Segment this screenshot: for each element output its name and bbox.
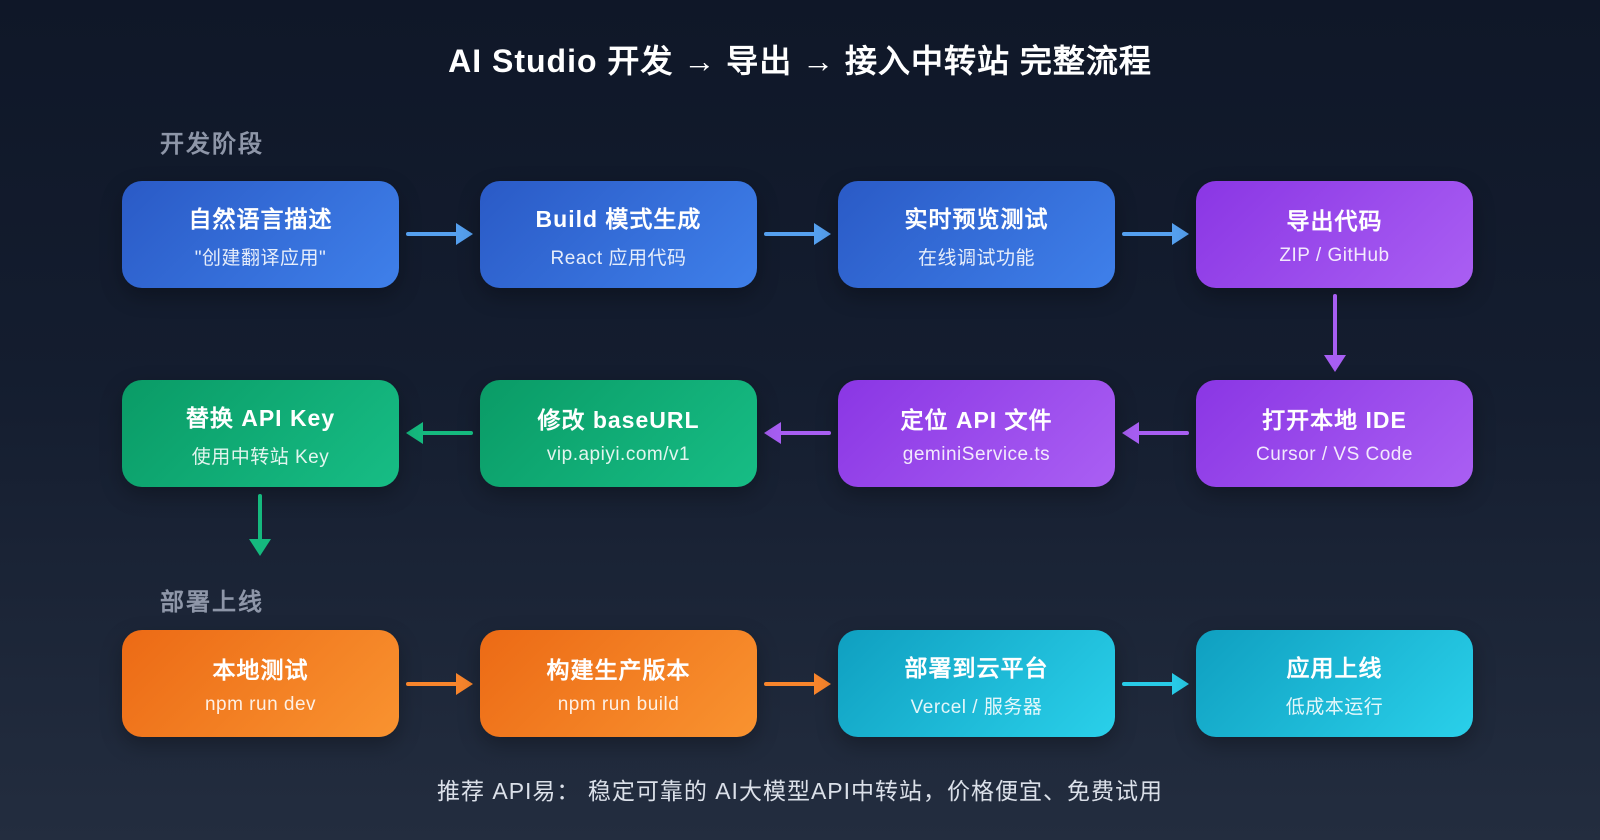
footer-recommendation: 推荐 API易： 稳定可靠的 AI大模型API中转站，价格便宜、免费试用 bbox=[436, 778, 1164, 804]
arrow-right-icon bbox=[1122, 222, 1189, 246]
node-replace-api-key: 替换 API Key 使用中转站 Key bbox=[122, 380, 399, 487]
node-title: 实时预览测试 bbox=[904, 205, 1049, 232]
node-app-live: 应用上线 低成本运行 bbox=[1196, 630, 1473, 737]
node-title: 打开本地 IDE bbox=[1262, 407, 1407, 433]
section-label-deploy: 部署上线 bbox=[160, 589, 264, 616]
node-subtitle: Vercel / 服务器 bbox=[910, 696, 1043, 718]
node-subtitle: ZIP / GitHub bbox=[1279, 245, 1390, 266]
node-open-local-ide: 打开本地 IDE Cursor / VS Code bbox=[1196, 380, 1473, 487]
node-title: 替换 API Key bbox=[185, 404, 336, 431]
node-natural-language-description: 自然语言描述 "创建翻译应用" bbox=[122, 181, 399, 288]
arrow-left-icon bbox=[764, 421, 831, 445]
node-title: 部署到云平台 bbox=[904, 654, 1049, 681]
arrow-right-icon bbox=[406, 222, 473, 246]
node-title: Build 模式生成 bbox=[535, 205, 702, 232]
arrow-right-icon bbox=[406, 672, 473, 696]
node-subtitle: geminiService.ts bbox=[902, 444, 1051, 465]
node-title: 修改 baseURL bbox=[537, 407, 700, 433]
section-label-dev: 开发阶段 bbox=[160, 131, 264, 158]
arrow-left-icon bbox=[1122, 421, 1189, 445]
node-subtitle: React 应用代码 bbox=[550, 247, 687, 269]
node-build-mode: Build 模式生成 React 应用代码 bbox=[480, 181, 757, 288]
arrow-down-icon bbox=[248, 494, 272, 556]
node-subtitle: npm run dev bbox=[204, 694, 317, 715]
node-title: 定位 API 文件 bbox=[900, 407, 1053, 433]
node-title: 导出代码 bbox=[1286, 208, 1383, 234]
node-live-preview: 实时预览测试 在线调试功能 bbox=[838, 181, 1115, 288]
arrow-right-icon bbox=[764, 672, 831, 696]
node-subtitle: 使用中转站 Key bbox=[191, 446, 330, 468]
node-title: 自然语言描述 bbox=[188, 205, 333, 232]
node-title: 应用上线 bbox=[1286, 654, 1383, 681]
arrow-right-icon bbox=[764, 222, 831, 246]
node-deploy-cloud: 部署到云平台 Vercel / 服务器 bbox=[838, 630, 1115, 737]
page-title: AI Studio 开发 → 导出 → 接入中转站 完整流程 bbox=[448, 43, 1152, 79]
node-subtitle: 在线调试功能 bbox=[917, 247, 1035, 269]
arrow-right-icon bbox=[1122, 672, 1189, 696]
node-title: 本地测试 bbox=[212, 657, 309, 683]
node-subtitle: 低成本运行 bbox=[1285, 696, 1384, 718]
node-build-production: 构建生产版本 npm run build bbox=[480, 630, 757, 737]
node-subtitle: vip.apiyi.com/v1 bbox=[546, 444, 691, 465]
node-local-test: 本地测试 npm run dev bbox=[122, 630, 399, 737]
node-title: 构建生产版本 bbox=[546, 657, 691, 683]
node-subtitle: npm run build bbox=[557, 694, 680, 715]
arrow-down-icon bbox=[1323, 294, 1347, 372]
node-subtitle: Cursor / VS Code bbox=[1256, 444, 1413, 465]
arrow-left-icon bbox=[406, 421, 473, 445]
node-locate-api-file: 定位 API 文件 geminiService.ts bbox=[838, 380, 1115, 487]
node-subtitle: "创建翻译应用" bbox=[194, 247, 327, 269]
node-modify-baseurl: 修改 baseURL vip.apiyi.com/v1 bbox=[480, 380, 757, 487]
node-export-code: 导出代码 ZIP / GitHub bbox=[1196, 181, 1473, 288]
